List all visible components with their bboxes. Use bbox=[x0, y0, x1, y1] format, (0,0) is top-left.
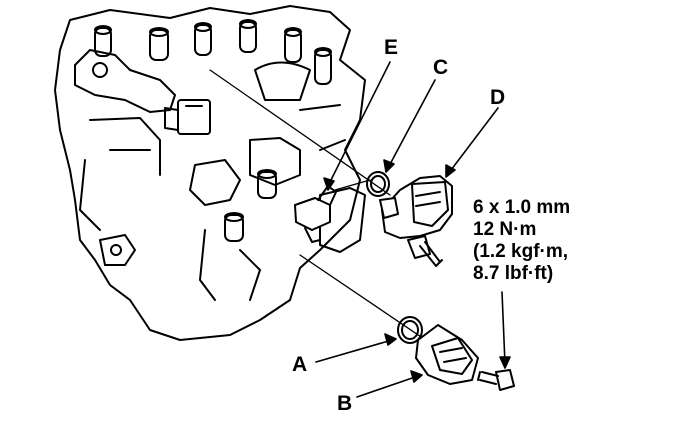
o-ring-c-inner bbox=[370, 175, 386, 193]
callout-c: C bbox=[433, 56, 449, 79]
spec-torque-nm: 12 N·m bbox=[473, 219, 537, 240]
transmission-housing bbox=[54, 5, 366, 341]
spec-torque-lbfft: 8.7 lbf·ft) bbox=[473, 263, 554, 284]
callout-a: A bbox=[292, 353, 308, 376]
spec-torque-kgfm: (1.2 kgf·m, bbox=[473, 241, 569, 262]
callout-d: D bbox=[490, 86, 506, 109]
bolt-upper bbox=[407, 235, 443, 267]
callout-b: B bbox=[337, 392, 353, 415]
callout-arrows bbox=[315, 61, 511, 398]
sensor-b bbox=[415, 324, 479, 385]
part-e bbox=[294, 185, 337, 243]
spec-thread-size: 6 x 1.0 mm bbox=[473, 197, 571, 218]
o-ring-c bbox=[366, 171, 390, 197]
bolt-lower bbox=[477, 369, 515, 391]
torque-spec: 6 x 1.0 mm 12 N·m (1.2 kgf·m, 8.7 lbf·ft… bbox=[473, 197, 570, 285]
sensor-d bbox=[379, 175, 453, 239]
callout-e: E bbox=[384, 36, 399, 59]
o-ring-a bbox=[397, 316, 423, 344]
o-ring-a-inner bbox=[401, 320, 419, 340]
